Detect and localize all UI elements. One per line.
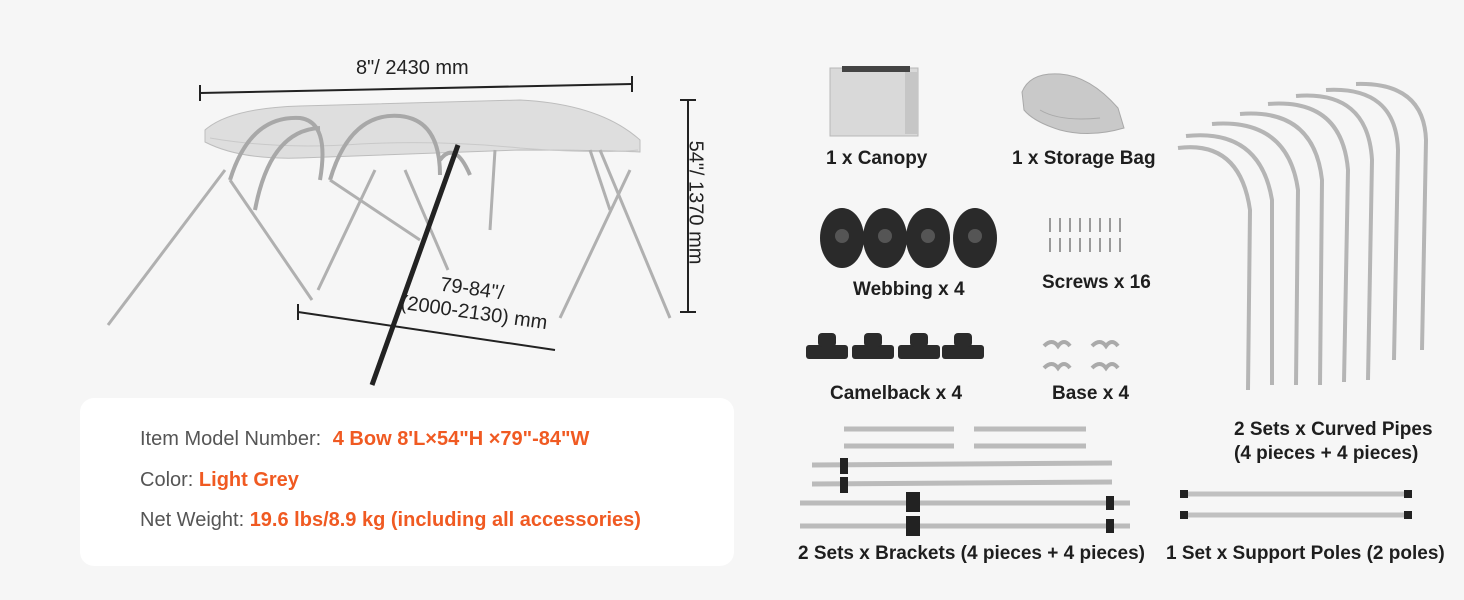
color-row: Color: Light Grey — [140, 469, 299, 492]
weight-value: 19.6 lbs/8.9 kg (including all accessori… — [249, 509, 641, 531]
model-number-label: Item Model Number: — [140, 428, 322, 450]
color-value: Light Grey — [198, 469, 299, 491]
weight-label: Net Weight: — [140, 509, 245, 531]
height-dimension-label: 54"/ 1370 mm — [684, 140, 707, 265]
webbing-image — [820, 208, 997, 268]
curved-pipes-sublabel: (4 pieces + 4 pieces) — [1234, 443, 1419, 464]
model-number-row: Item Model Number: 4 Bow 8'L×54"H ×79"-8… — [140, 428, 589, 451]
model-number-value: 4 Bow 8'L×54"H ×79"-84"W — [332, 428, 590, 450]
storage-bag-label: 1 x Storage Bag — [1012, 148, 1156, 169]
screws-label: Screws x 16 — [1042, 272, 1151, 293]
camelback-label: Camelback x 4 — [830, 383, 963, 404]
curved-pipes-label: 2 Sets x Curved Pipes — [1234, 419, 1433, 440]
weight-row: Net Weight: 19.6 lbs/8.9 kg (including a… — [140, 509, 641, 532]
camelback-image — [806, 333, 984, 359]
canopy-label: 1 x Canopy — [826, 148, 928, 169]
support-poles-label: 1 Set x Support Poles (2 poles) — [1166, 543, 1445, 564]
curved-pipes-image — [1177, 81, 1429, 391]
color-label: Color: — [140, 469, 194, 491]
brackets-label: 2 Sets x Brackets (4 pieces + 4 pieces) — [798, 543, 1145, 564]
base-label: Base x 4 — [1052, 383, 1130, 404]
screws-image — [1049, 218, 1121, 252]
support-poles-image — [1180, 490, 1412, 519]
storage-bag-image — [1021, 73, 1125, 135]
bimini-top-drawing — [106, 76, 696, 386]
length-dimension-label: 8"/ 2430 mm — [356, 57, 469, 79]
webbing-label: Webbing x 4 — [853, 279, 965, 300]
canopy-image — [829, 66, 919, 137]
spec-card: Item Model Number: 4 Bow 8'L×54"H ×79"-8… — [80, 398, 734, 566]
brackets-image — [800, 426, 1130, 536]
base-image — [1042, 340, 1120, 372]
